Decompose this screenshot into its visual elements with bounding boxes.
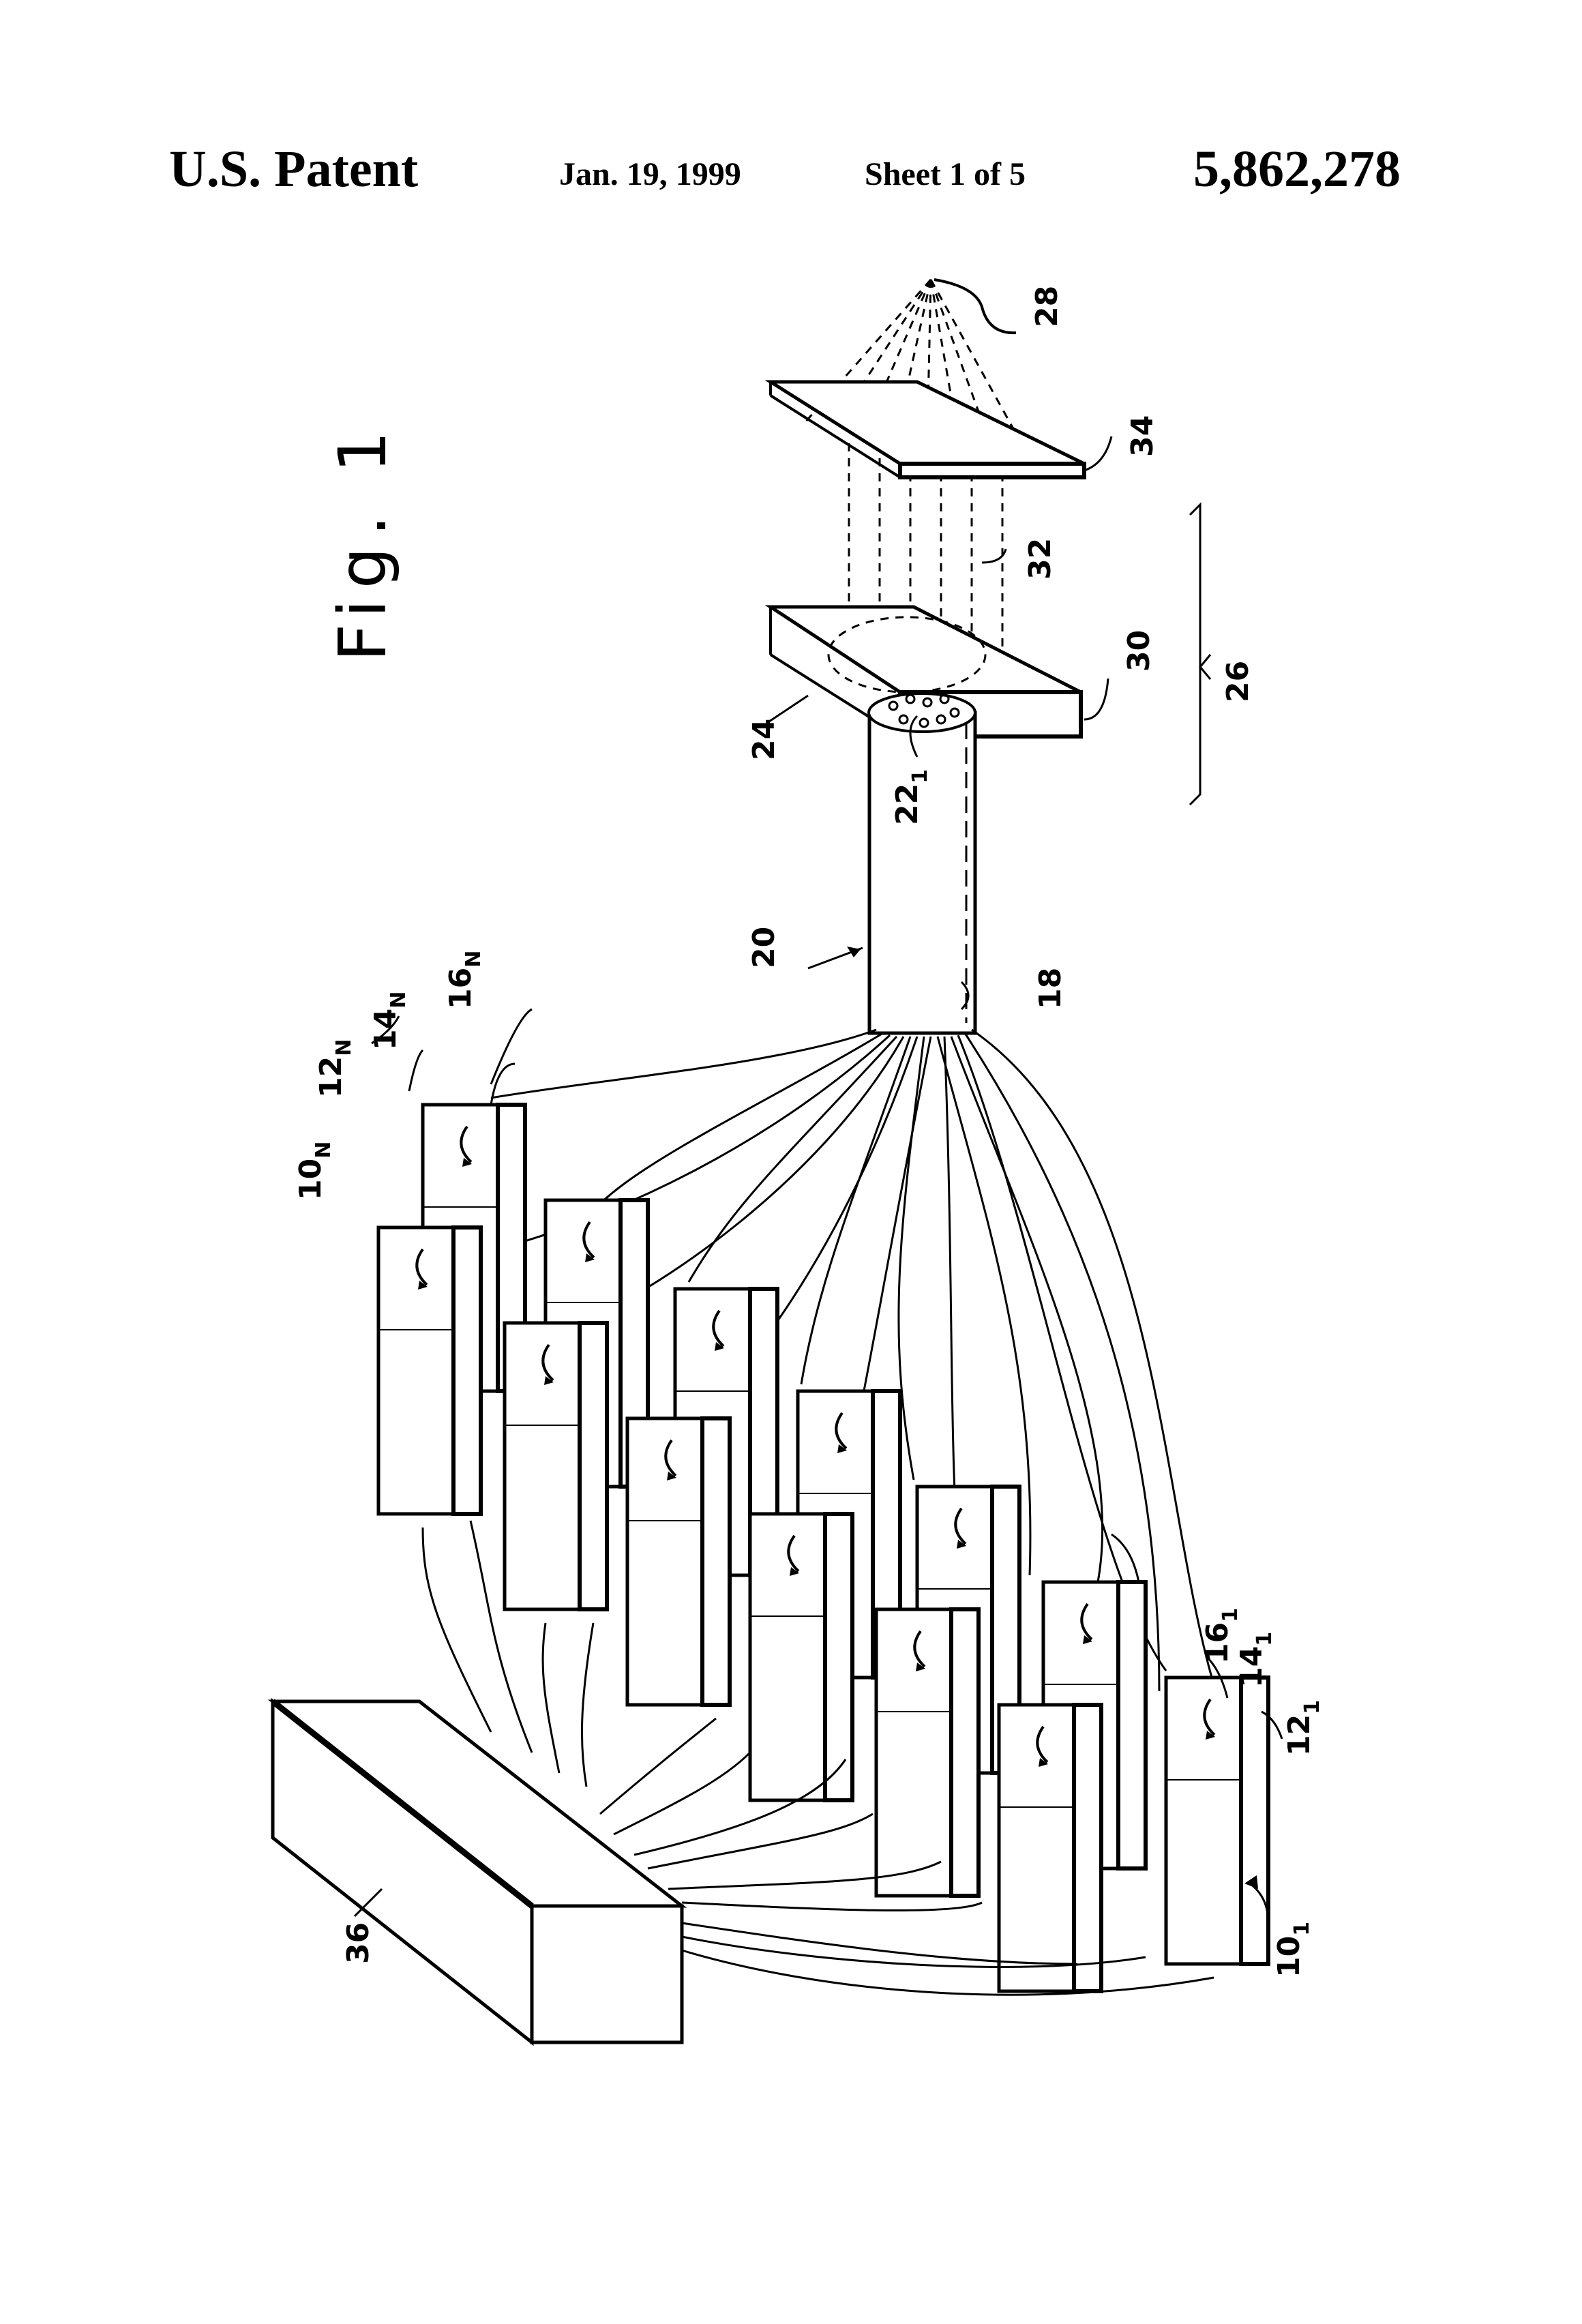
laser-module: [1166, 1678, 1268, 1964]
ref-18: 18: [1033, 968, 1068, 1009]
ref-20: 20: [747, 927, 781, 968]
ref-34: 34: [1125, 415, 1160, 457]
ref-12-1: 121: [1282, 1700, 1324, 1756]
laser-module: [750, 1514, 852, 1800]
ref-10n: 10N: [293, 1142, 335, 1200]
laser-module: [378, 1227, 481, 1514]
laser-module: [876, 1609, 979, 1896]
bracket-26: [1190, 505, 1200, 805]
ref-32: 32: [1023, 538, 1058, 580]
ref-30: 30: [1122, 630, 1156, 672]
laser-module: [999, 1705, 1101, 1991]
lens-plate-34: [771, 382, 1084, 477]
laser-module: [627, 1418, 730, 1705]
ref-14n: 14N: [368, 992, 411, 1050]
ref-36: 36: [341, 1922, 376, 1964]
figure-label: Fig. 1: [325, 420, 401, 661]
ref-26: 26: [1221, 661, 1255, 702]
ref-12n: 12N: [314, 1039, 356, 1098]
ref-16n: 16N: [443, 951, 486, 1009]
ref-28: 28: [1030, 286, 1064, 327]
ref-24: 24: [747, 719, 781, 760]
fiber-bundle-20: [869, 694, 975, 1033]
ref-10-1: 101: [1272, 1922, 1314, 1978]
laser-module: [505, 1323, 607, 1609]
control-box-36: [273, 1701, 682, 2042]
